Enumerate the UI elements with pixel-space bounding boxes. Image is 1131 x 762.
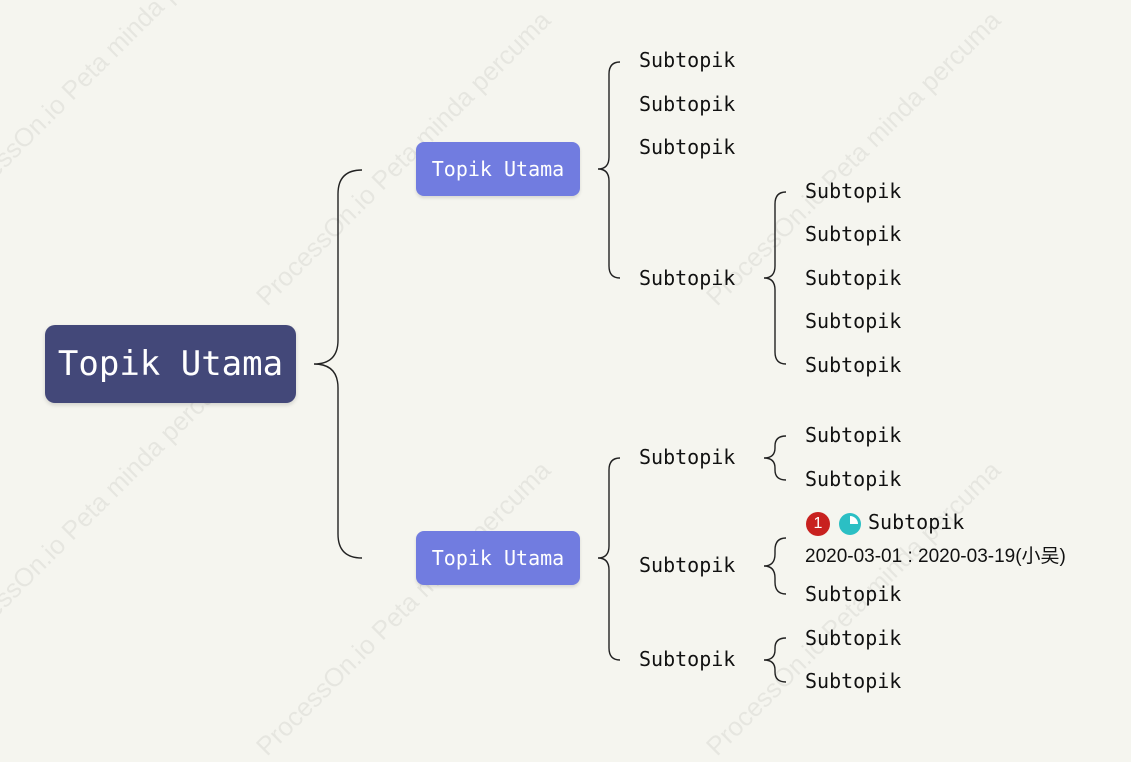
- progress-quarter-icon: [839, 513, 861, 535]
- subtopic-2-1[interactable]: Subtopik: [639, 445, 736, 469]
- subtopic-date-range: 2020-03-01 : 2020-03-19(小吴): [805, 546, 1066, 567]
- subtopic-2-3-2[interactable]: Subtopik: [805, 669, 902, 693]
- brace-subbranch-1-4: [763, 191, 787, 365]
- subtopic-1-4-5[interactable]: Subtopik: [805, 353, 902, 377]
- brace-branch-2: [597, 457, 621, 661]
- subtopic-2-2-1[interactable]: Subtopik: [868, 510, 965, 534]
- priority-1-icon: 1: [806, 512, 830, 536]
- subtopic-1-1[interactable]: Subtopik: [639, 48, 736, 72]
- subtopic-1-4-3[interactable]: Subtopik: [805, 266, 902, 290]
- subtopic-2-2-2[interactable]: Subtopik: [805, 582, 902, 606]
- brace-root: [313, 169, 363, 559]
- subtopic-1-4-4[interactable]: Subtopik: [805, 309, 902, 333]
- subtopic-1-3[interactable]: Subtopik: [639, 135, 736, 159]
- main-topic-1[interactable]: Topik Utama: [416, 142, 580, 196]
- main-topic-2[interactable]: Topik Utama: [416, 531, 580, 585]
- subtopic-2-3-1[interactable]: Subtopik: [805, 626, 902, 650]
- subtopic-2-1-1[interactable]: Subtopik: [805, 423, 902, 447]
- brace-subbranch-2-2: [763, 537, 787, 595]
- subtopic-1-4-1[interactable]: Subtopik: [805, 179, 902, 203]
- subtopic-1-2[interactable]: Subtopik: [639, 92, 736, 116]
- subtopic-2-2[interactable]: Subtopik: [639, 553, 736, 577]
- subtopic-2-1-2[interactable]: Subtopik: [805, 467, 902, 491]
- subtopic-1-4-2[interactable]: Subtopik: [805, 222, 902, 246]
- brace-subbranch-2-3: [763, 637, 787, 683]
- subtopic-2-3[interactable]: Subtopik: [639, 647, 736, 671]
- brace-subbranch-2-1: [763, 435, 787, 481]
- subtopic-1-4[interactable]: Subtopik: [639, 266, 736, 290]
- brace-branch-1: [597, 61, 621, 279]
- root-topic[interactable]: Topik Utama: [45, 325, 296, 403]
